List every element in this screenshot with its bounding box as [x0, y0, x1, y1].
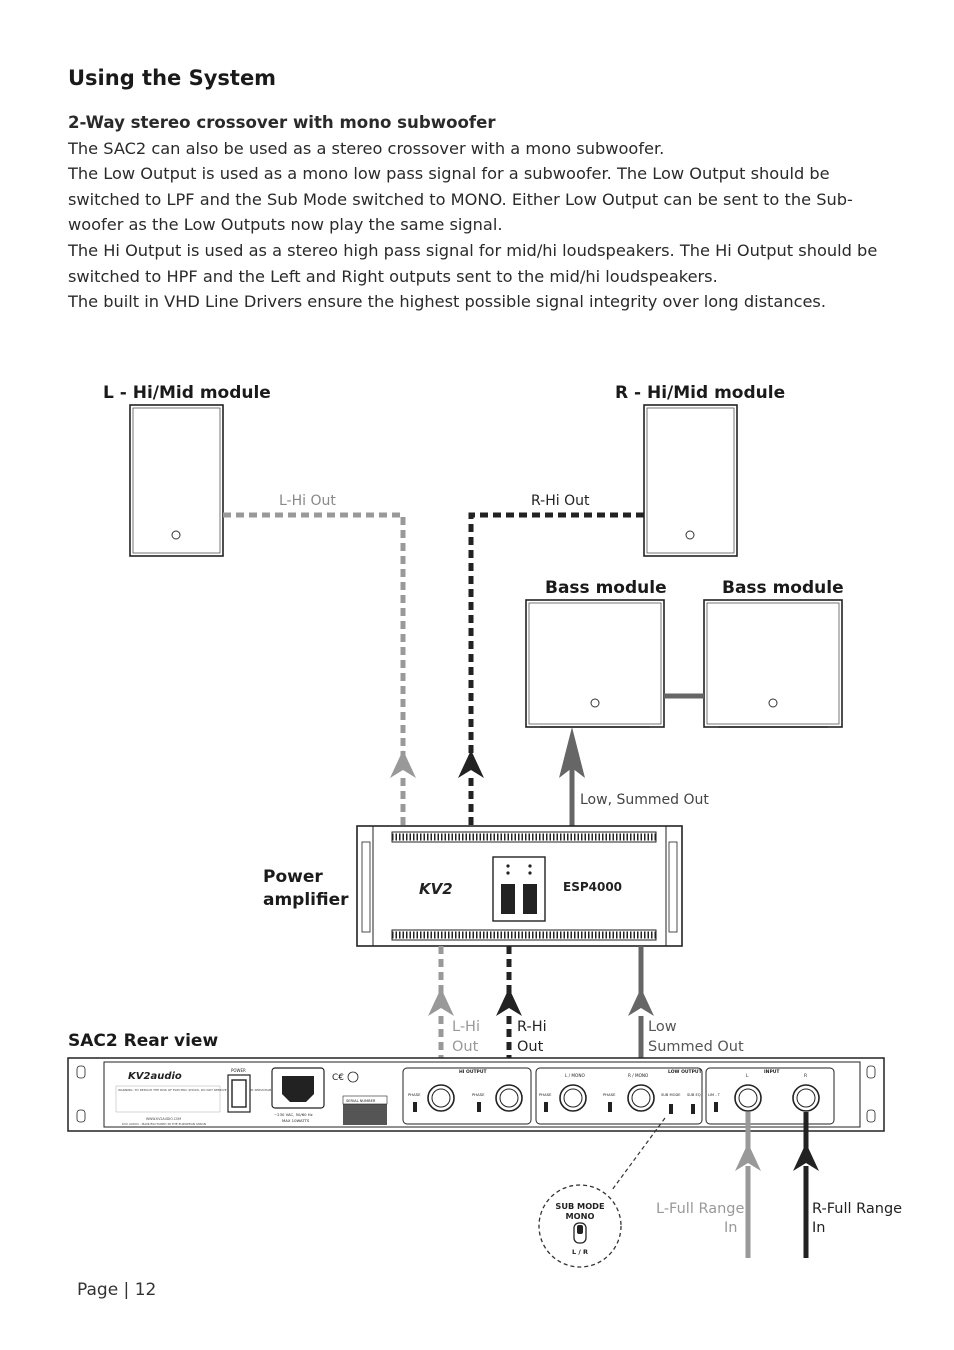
- intro-section: 2-Way stereo crossover with mono subwoof…: [68, 110, 878, 315]
- left-module-label: L - Hi/Mid module: [103, 383, 271, 403]
- low-label-bottom-1: Low: [648, 1019, 677, 1035]
- callout-mono-label: MONO: [566, 1211, 595, 1221]
- amp-brand-logo: KV2: [419, 880, 453, 898]
- intro-paragraph-1: The SAC2 can also be used as a stereo cr…: [68, 138, 665, 158]
- r-hi-arrow-up: [458, 750, 484, 778]
- phase-label-1: PHASE: [408, 1092, 421, 1097]
- r-full-range-label-2: In: [812, 1220, 825, 1236]
- power-switch-label: POWER: [231, 1068, 246, 1073]
- l-hi-out-cable: [223, 512, 406, 760]
- sac2-brand: KV2audio: [128, 1071, 182, 1082]
- r-hi-label-bottom-2: Out: [517, 1039, 544, 1055]
- hi-output-label: HI OUTPUT: [459, 1069, 488, 1075]
- l-hi-label-bottom-2: Out: [452, 1039, 479, 1055]
- phase-label-3: PHASE: [539, 1092, 552, 1097]
- power-amplifier: KV2 ESP4000: [356, 825, 683, 947]
- l-hi-label-bottom-1: L-Hi: [452, 1019, 480, 1035]
- power-switch[interactable]: [227, 1074, 251, 1113]
- sub-mode-panel-label: SUB MODE: [661, 1093, 681, 1097]
- r-hi-out-label-top: R-Hi Out: [531, 493, 590, 509]
- low-summed-out-label-top: Low, Summed Out: [580, 792, 709, 808]
- right-himid-speaker: [643, 404, 738, 557]
- l-full-range-arrow: [735, 1143, 761, 1171]
- l-full-range-label-2: In: [724, 1220, 737, 1236]
- low-output-label: LOW OUTPUT: [668, 1069, 703, 1075]
- sub-mode-callout: SUB MODE MONO L / R: [538, 1184, 622, 1268]
- intro-paragraph-4: The built in VHD Line Drivers ensure the…: [68, 292, 827, 312]
- l-hi-arrow-bottom: [428, 988, 454, 1016]
- low-arrow-bottom: [628, 988, 654, 1016]
- kv2-logo-icon: [685, 530, 695, 540]
- r-hi-arrow-bottom: [496, 988, 522, 1016]
- l-mono-label: L / MONO: [565, 1073, 585, 1078]
- power-amp-label-1: Power: [263, 867, 323, 887]
- sac2-rear-view-label: SAC2 Rear view: [68, 1031, 218, 1051]
- l-full-range-label-1: L-Full Range: [656, 1201, 744, 1217]
- page-title: Using the System: [68, 66, 277, 90]
- left-himid-speaker: [129, 404, 224, 557]
- bass-module-2-label: Bass module: [722, 578, 844, 598]
- r-hi-label-bottom-1: R-Hi: [517, 1019, 547, 1035]
- bass-module-1: [525, 599, 665, 728]
- input-r-label: R: [804, 1073, 807, 1079]
- sub-mode-switch[interactable]: [669, 1104, 673, 1114]
- bass-module-2: [703, 599, 843, 728]
- mains-rating-2: MAX 10WATTS: [282, 1118, 310, 1123]
- intro-paragraph-3: The Hi Output is used as a stereo high p…: [68, 240, 878, 286]
- phase-label-2: PHASE: [472, 1092, 485, 1097]
- sub-eq-label: SUB EQ: [687, 1093, 701, 1097]
- callout-sub-mode-label: SUB MODE: [555, 1201, 604, 1211]
- callout-leader-line: [611, 1117, 666, 1191]
- kv2-logo-icon: [171, 530, 181, 540]
- kv2-logo-icon: [768, 698, 778, 708]
- r-mono-label: R / MONO: [628, 1073, 649, 1078]
- ul-mark-icon: [347, 1071, 359, 1083]
- svg-text:C€: C€: [332, 1073, 344, 1083]
- sac2-made-in: KV2 AUDIO - MANUFACTURED IN THE EUROPEAN…: [122, 1122, 206, 1126]
- mains-rating-1: ~230 VAC, 50/60 Hz: [274, 1112, 313, 1117]
- bass-module-1-label: Bass module: [545, 578, 667, 598]
- callout-lr-label: L / R: [572, 1248, 588, 1256]
- phase-label-4: PHASE: [603, 1092, 616, 1097]
- lim-label: LIM - T: [708, 1093, 721, 1097]
- system-diagram: L - Hi/Mid module R - Hi/Mid module Bass…: [67, 383, 902, 1268]
- amp-model-label: ESP4000: [563, 880, 622, 894]
- sac2-website: WWW.KV2AUDIO.COM: [146, 1117, 181, 1121]
- r-full-range-arrow: [793, 1143, 819, 1171]
- page-number: Page | 12: [77, 1280, 157, 1300]
- low-arrow-up: [559, 727, 585, 778]
- sub-eq-switch[interactable]: [691, 1104, 695, 1114]
- section-subtitle: 2-Way stereo crossover with mono subwoof…: [68, 113, 496, 132]
- r-hi-out-cable: [468, 512, 644, 760]
- serial-number-label: SERIAL NUMBER: [346, 1099, 376, 1103]
- low-label-bottom-2: Summed Out: [648, 1039, 744, 1055]
- input-l-label: L: [746, 1073, 749, 1079]
- intro-paragraph-2: The Low Output is used as a mono low pas…: [68, 164, 853, 235]
- power-amp-label-2: amplifier: [263, 890, 349, 910]
- l-hi-out-label-top: L-Hi Out: [279, 493, 336, 509]
- l-hi-arrow-up: [390, 750, 416, 778]
- kv2-logo-icon: [590, 698, 600, 708]
- r-full-range-label-1: R-Full Range: [812, 1201, 902, 1217]
- right-module-label: R - Hi/Mid module: [615, 383, 785, 403]
- sac2-rear-panel: KV2audio WARNING: TO REDUCE THE RISK OF …: [67, 1057, 885, 1132]
- input-label: INPUT: [764, 1069, 780, 1075]
- sac2-warning: WARNING: TO REDUCE THE RISK OF ELECTRIC …: [118, 1088, 297, 1092]
